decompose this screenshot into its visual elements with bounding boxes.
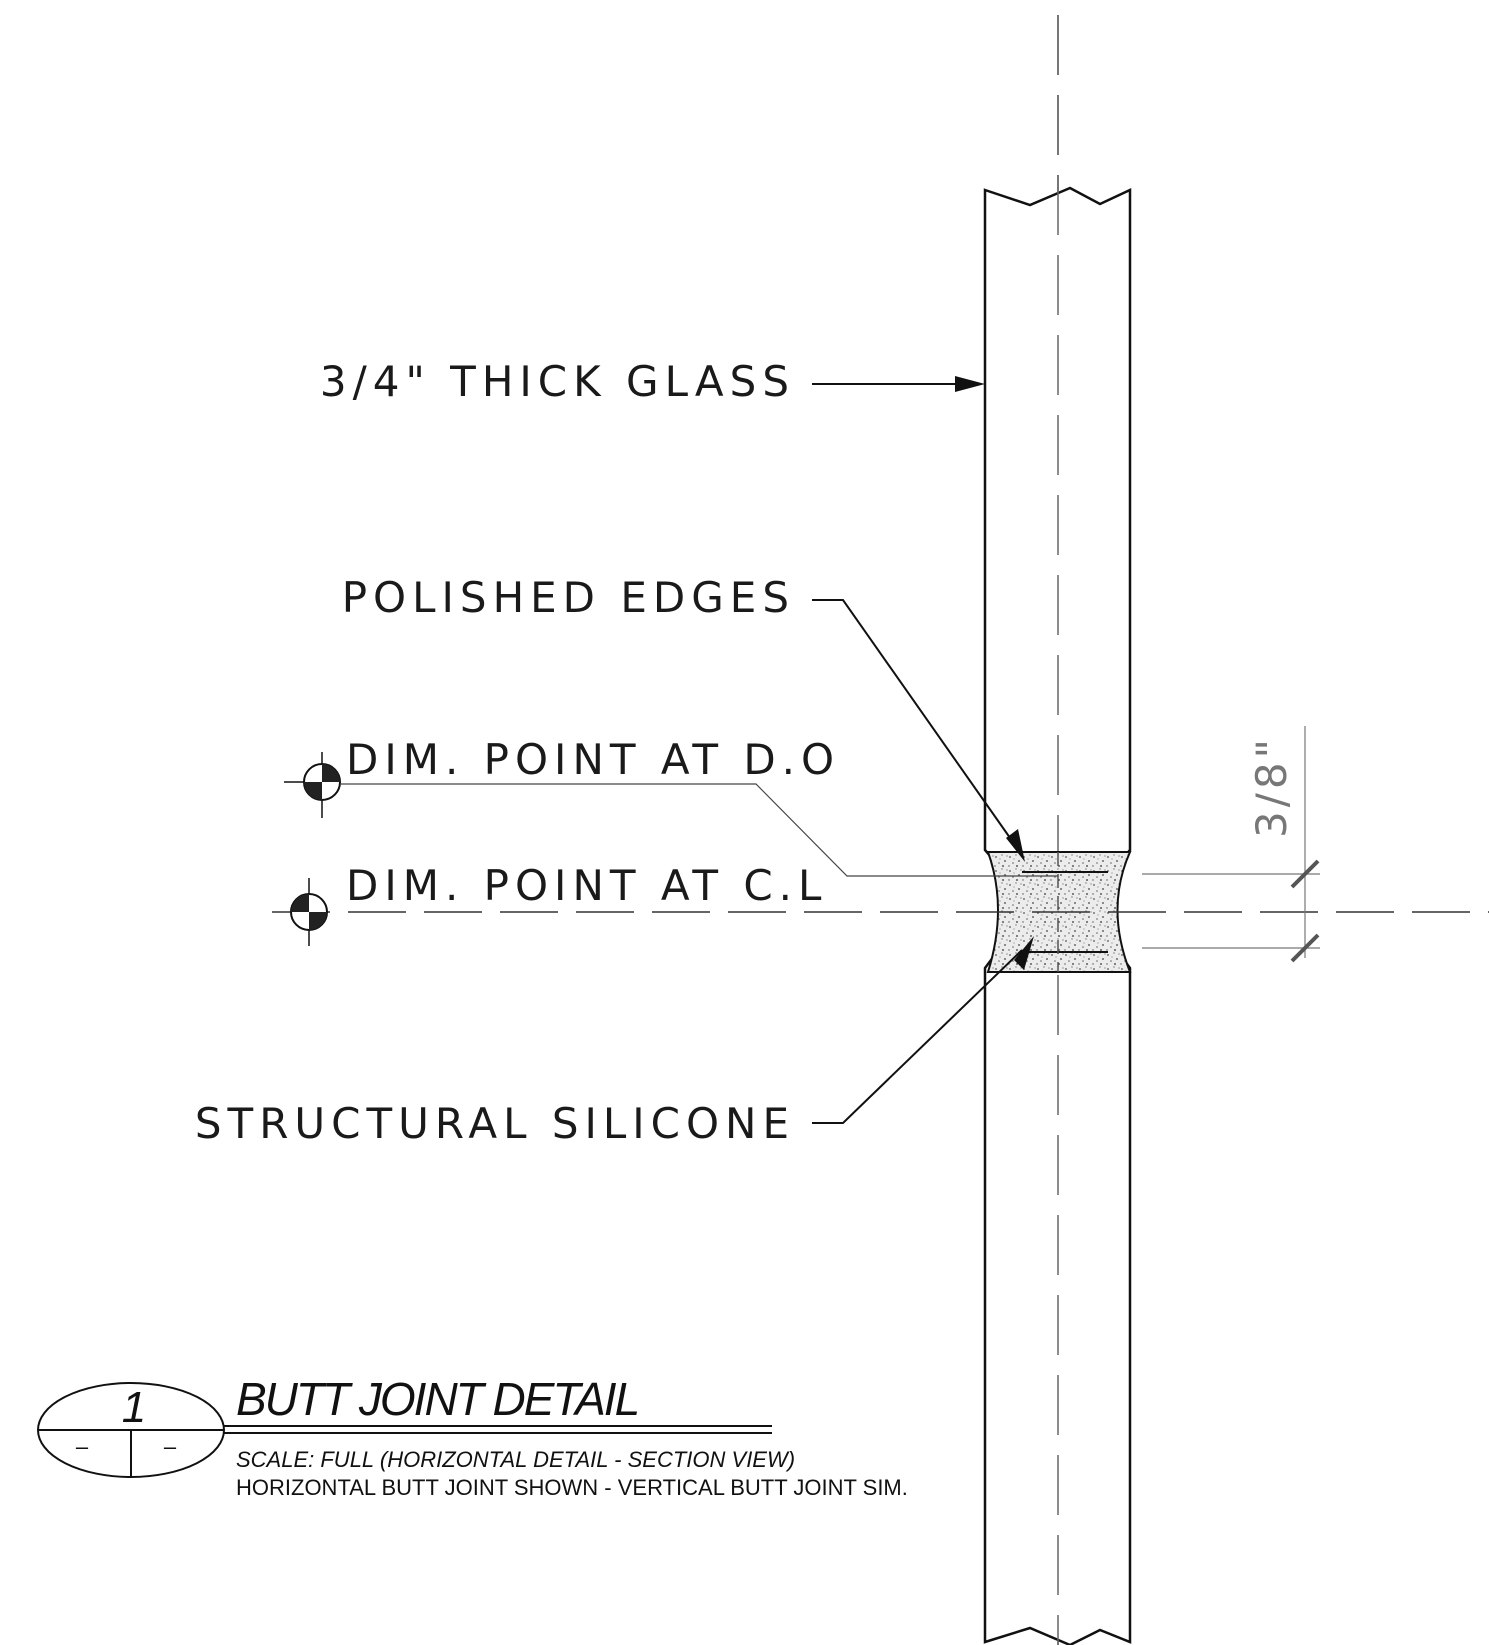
detail-number: 1 — [122, 1383, 146, 1432]
detail-note: HORIZONTAL BUTT JOINT SHOWN - VERTICAL B… — [236, 1475, 908, 1500]
polished-edges-leader-line — [812, 599, 1016, 846]
dim-point-cl-quadrant-b — [309, 912, 327, 930]
polished-edges-label: POLISHED EDGES — [342, 573, 795, 622]
dim-point-cl-quadrant-a — [291, 894, 309, 912]
dim-point-do-quadrant-b — [304, 782, 322, 800]
detail-sheet-right: – — [164, 1434, 177, 1459]
dim-point-do-label: DIM. POINT AT D.O — [346, 735, 840, 784]
dim-point-do-quadrant-a — [322, 764, 340, 782]
detail-sheet-left: – — [76, 1434, 89, 1459]
dimension-text: 3/8" — [1247, 735, 1296, 838]
detail-scale: SCALE: FULL (HORIZONTAL DETAIL - SECTION… — [236, 1447, 795, 1472]
glass-label: 3/4" THICK GLASS — [320, 357, 795, 406]
structural-silicone-label: STRUCTURAL SILICONE — [195, 1099, 795, 1148]
dim-point-cl-label: DIM. POINT AT C.L — [346, 861, 827, 910]
polished-edges-arrowhead — [1006, 829, 1025, 862]
structural-silicone-arrowhead — [1014, 936, 1034, 970]
dimension-tick-top — [1290, 859, 1320, 889]
detail-title: BUTT JOINT DETAIL — [236, 1373, 638, 1425]
glass-leader-arrowhead — [955, 376, 985, 392]
structural-silicone-leader-line — [812, 949, 1023, 1124]
dimension-tick-bottom — [1290, 933, 1320, 963]
dim-point-do-leader — [340, 783, 1058, 877]
